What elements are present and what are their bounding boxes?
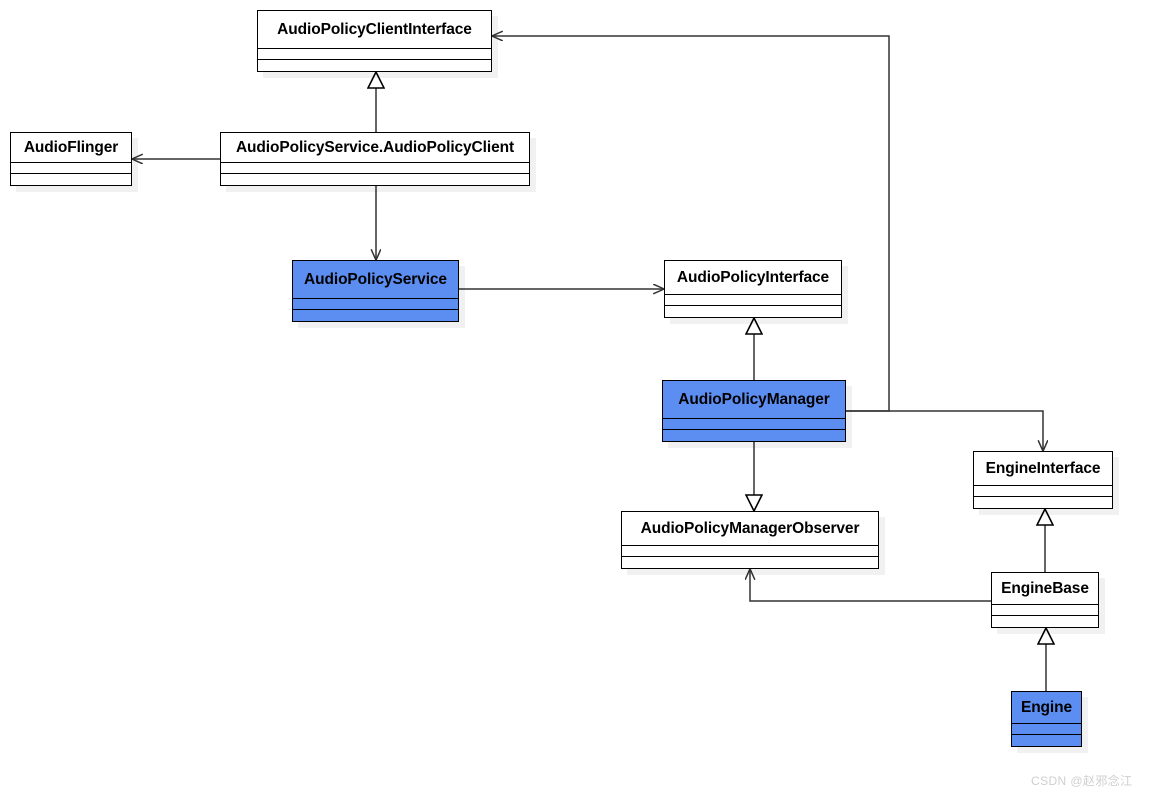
- class-name-audio-policy-manager-observer: AudioPolicyManagerObserver: [622, 512, 878, 546]
- edge-manager-to-engineinterface: [846, 410, 1043, 451]
- class-operations-compartment: [622, 557, 878, 568]
- class-box-audio-flinger[interactable]: AudioFlinger: [10, 132, 132, 186]
- class-attributes-compartment: [992, 605, 1098, 616]
- edge-manager-to-clientinterface: [492, 36, 890, 412]
- class-operations-compartment: [1012, 735, 1081, 746]
- class-attributes-compartment: [974, 486, 1112, 497]
- class-box-audio-policy-service-audio-policy-client[interactable]: AudioPolicyService.AudioPolicyClient: [220, 132, 530, 186]
- class-operations-compartment: [663, 430, 845, 441]
- class-operations-compartment: [974, 497, 1112, 508]
- class-attributes-compartment: [221, 163, 529, 174]
- class-attributes-compartment: [622, 546, 878, 557]
- class-box-engine-interface[interactable]: EngineInterface: [973, 451, 1113, 509]
- class-attributes-compartment: [665, 295, 841, 306]
- class-name-audio-flinger: AudioFlinger: [11, 133, 131, 163]
- class-name-audio-policy-manager: AudioPolicyManager: [663, 381, 845, 419]
- class-operations-compartment: [992, 616, 1098, 627]
- class-name-engine: Engine: [1012, 692, 1081, 724]
- edge-enginebase-to-observer: [750, 569, 991, 602]
- class-name-audio-policy-interface: AudioPolicyInterface: [665, 261, 841, 295]
- class-attributes-compartment: [258, 49, 491, 60]
- class-box-engine-base[interactable]: EngineBase: [991, 572, 1099, 628]
- class-operations-compartment: [221, 174, 529, 185]
- class-operations-compartment: [293, 310, 458, 321]
- class-attributes-compartment: [11, 163, 131, 174]
- class-operations-compartment: [11, 174, 131, 185]
- class-name-audio-policy-service-audio-policy-client: AudioPolicyService.AudioPolicyClient: [221, 133, 529, 163]
- class-box-engine[interactable]: Engine: [1011, 691, 1082, 747]
- class-operations-compartment: [665, 306, 841, 317]
- class-box-audio-policy-service[interactable]: AudioPolicyService: [292, 260, 459, 322]
- class-box-audio-policy-manager-observer[interactable]: AudioPolicyManagerObserver: [621, 511, 879, 569]
- class-operations-compartment: [258, 60, 491, 71]
- class-attributes-compartment: [1012, 724, 1081, 735]
- class-name-engine-base: EngineBase: [992, 573, 1098, 605]
- watermark-text: CSDN @赵邪念江: [1031, 774, 1133, 788]
- class-attributes-compartment: [293, 299, 458, 310]
- class-name-audio-policy-client-interface: AudioPolicyClientInterface: [258, 11, 491, 49]
- class-box-audio-policy-client-interface[interactable]: AudioPolicyClientInterface: [257, 10, 492, 72]
- class-name-audio-policy-service: AudioPolicyService: [293, 261, 458, 299]
- class-box-audio-policy-interface[interactable]: AudioPolicyInterface: [664, 260, 842, 318]
- class-box-audio-policy-manager[interactable]: AudioPolicyManager: [662, 380, 846, 442]
- class-attributes-compartment: [663, 419, 845, 430]
- class-name-engine-interface: EngineInterface: [974, 452, 1112, 486]
